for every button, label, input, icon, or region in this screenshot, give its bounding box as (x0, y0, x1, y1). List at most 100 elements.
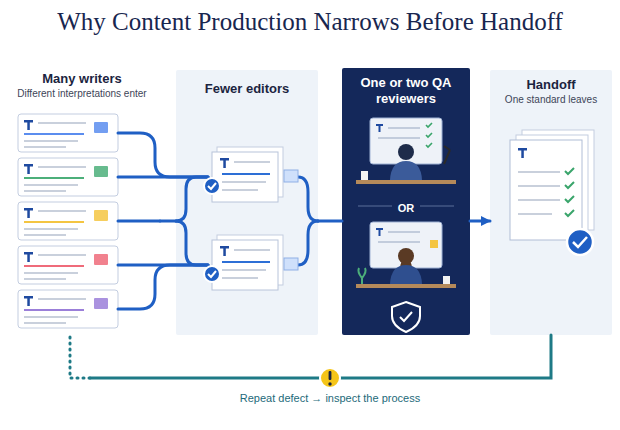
editor-document (222, 189, 258, 191)
writer-document (18, 202, 118, 240)
text-line (24, 316, 78, 318)
editor-document (222, 173, 270, 175)
editor-document (234, 161, 270, 163)
text-line (24, 190, 66, 192)
text-line (38, 254, 86, 256)
connector (470, 221, 490, 222)
sticky-note (94, 166, 108, 177)
text-line (24, 272, 78, 274)
editor-document (284, 258, 298, 270)
sticky-note (94, 122, 108, 133)
connector-line (160, 220, 176, 223)
handoff-documents (510, 140, 582, 240)
writer-document (18, 246, 118, 284)
handoff-documents (518, 171, 560, 173)
highlight-line (24, 221, 84, 223)
reviewer-illustration (356, 284, 456, 288)
reviewer-illustration (400, 312, 412, 321)
panel-box: Fewer editors (176, 70, 318, 335)
flow-line (298, 221, 318, 265)
warning-icon (329, 371, 332, 380)
reviewer-illustration (358, 206, 392, 207)
editor-document (208, 271, 216, 277)
reviewer-illustration (430, 240, 438, 248)
text-line (24, 228, 78, 230)
text-line (38, 122, 86, 124)
reviewer-illustration (356, 180, 456, 184)
document-icon (27, 252, 30, 262)
text-line (24, 140, 78, 142)
reviewer-illustration (378, 241, 420, 243)
text-line (24, 234, 66, 236)
editor-document (234, 249, 270, 251)
writer-document (18, 158, 118, 196)
panel-subheading: Different interpretations enter (7, 88, 157, 99)
flow-line (176, 177, 208, 221)
editor-document (204, 266, 220, 282)
reviewer-illustration (370, 118, 442, 164)
handoff-documents (565, 168, 574, 216)
panel-box: HandoffOne standard leaves (490, 70, 612, 335)
reviewer-illustration (379, 228, 381, 236)
flow-line (118, 133, 318, 309)
label-holder: OR (342, 198, 470, 216)
reviewer-illustration (388, 127, 420, 129)
reviewer-illustration (361, 171, 368, 180)
reviewer-illustration (390, 265, 422, 284)
editor-document (284, 170, 298, 182)
panel-heading: Many writers (7, 71, 157, 86)
reviewer-illustration (390, 161, 422, 180)
reviewer-illustration (443, 276, 450, 284)
editor-document (222, 269, 266, 271)
panel-fill (176, 70, 318, 335)
highlight-line (24, 177, 84, 179)
editor-document (223, 246, 226, 256)
reviewer-illustration (378, 137, 420, 139)
panel-heading: Fewer editors (179, 75, 315, 96)
document-icon (27, 164, 30, 174)
editor-document (222, 277, 258, 279)
reviewer-illustration (444, 150, 450, 164)
connector-line (318, 220, 342, 223)
panel-box: Many writersDifferent interpretations en… (4, 66, 160, 335)
text-line (24, 184, 78, 186)
reviewer-illustration (388, 231, 420, 233)
flow-line (118, 133, 208, 177)
editor-document (222, 261, 270, 263)
reviewer-illustration (426, 123, 432, 147)
reviewer-illustration (379, 124, 381, 132)
reviewer-illustration (392, 302, 420, 332)
panel-fill (4, 66, 612, 335)
panel-fill (490, 70, 612, 335)
connector (70, 335, 551, 378)
flow-line (176, 221, 208, 265)
handoff-documents (573, 237, 587, 247)
flow-line (118, 265, 208, 309)
text-line (24, 322, 66, 324)
handoff-documents (518, 185, 560, 187)
connector (160, 221, 176, 222)
sticky-note (94, 298, 108, 309)
highlight-line (24, 133, 84, 135)
sticky-note (94, 210, 108, 221)
document-icon (27, 120, 30, 130)
editor-document (212, 152, 278, 202)
text-line (38, 166, 86, 168)
writer-document (18, 290, 118, 328)
handoff-documents (510, 130, 594, 255)
connector (318, 221, 342, 222)
handoff-documents (518, 213, 552, 215)
warning-icon (328, 382, 331, 385)
handoff-documents (567, 229, 593, 255)
diagram-title: Why Content Production Narrows Before Ha… (0, 8, 620, 36)
flow-line (298, 177, 318, 221)
panel-heading: Handoff (493, 75, 609, 92)
connector-line (470, 220, 490, 223)
panel-subheading: One standard leaves (493, 94, 609, 105)
editor-document (212, 240, 278, 290)
editor-document (204, 178, 220, 194)
editor-document (222, 181, 266, 183)
reviewer-illustration (444, 146, 450, 150)
